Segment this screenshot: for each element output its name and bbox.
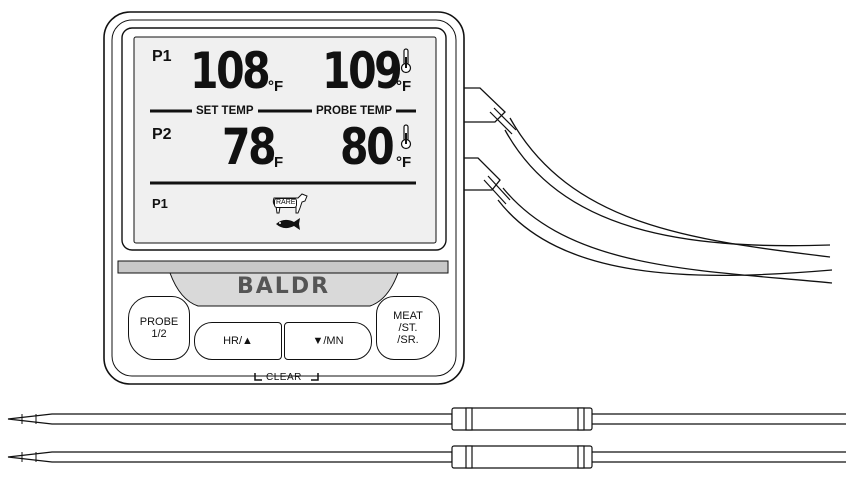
p1-probe-unit: °F [396, 78, 412, 95]
clear-label: CLEAR [266, 372, 302, 383]
thermometer-icon [400, 48, 412, 74]
p2-probe-temp: 80 [340, 118, 395, 176]
meat-select-button[interactable]: MEAT /ST. /SR. [376, 296, 440, 360]
p1-set-unit: °F [268, 78, 284, 95]
probe-toggle-button[interactable]: PROBE 1/2 [128, 296, 190, 360]
down-minute-button[interactable]: ▼/MN [284, 322, 372, 360]
probe-1-label: P1 [152, 48, 172, 65]
fish-icon [276, 218, 300, 230]
set-temp-label: SET TEMP [192, 104, 258, 118]
doneness-badge: RARE [274, 198, 298, 208]
p2-probe-unit: °F [396, 154, 412, 171]
p1-set-temp: 108 [190, 42, 271, 100]
probe-selected-label: P1 [152, 196, 168, 211]
p2-set-temp: 78 [222, 118, 277, 176]
thermometer-icon [400, 124, 412, 150]
hour-up-button[interactable]: HR/▲ [194, 322, 282, 360]
brand-logo: BALDR [237, 274, 331, 299]
probe-2-label: P2 [152, 126, 172, 143]
probe-temp-label: PROBE TEMP [312, 104, 397, 118]
p2-set-unit: °F [268, 154, 284, 171]
p1-probe-temp: 109 [322, 42, 403, 100]
